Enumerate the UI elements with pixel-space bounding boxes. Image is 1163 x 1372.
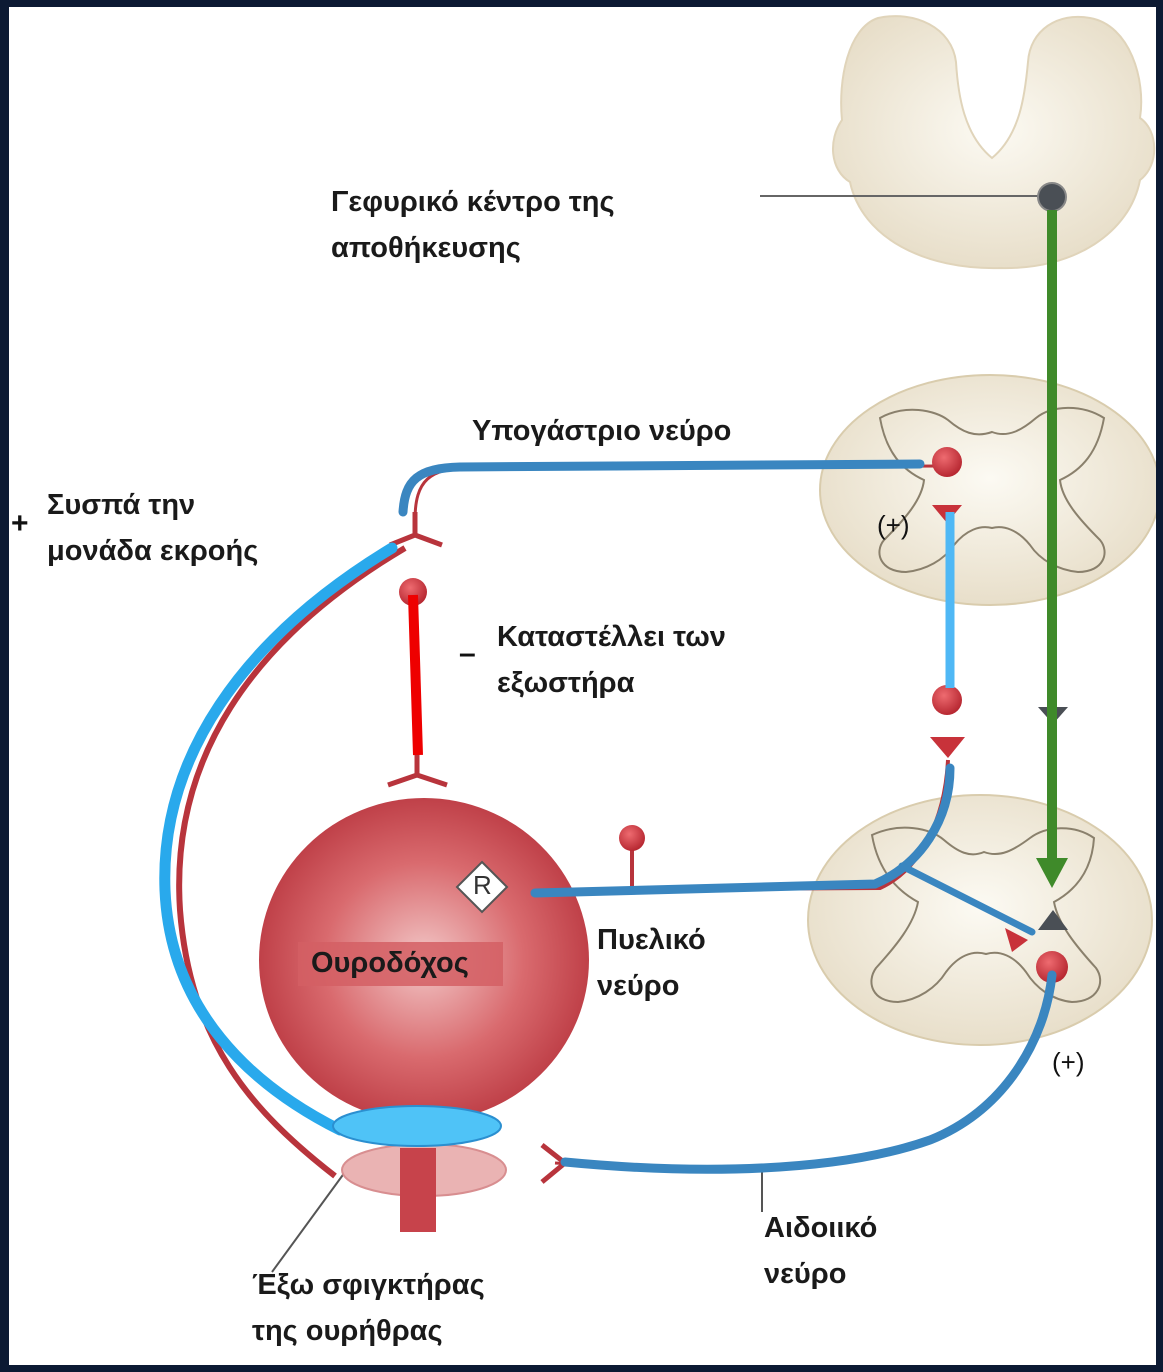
- sphincter-line-2: της ουρήθρας: [252, 1308, 485, 1354]
- synapse-triangle-mid: [930, 737, 965, 758]
- pudendal-line-1: Αιδοιικό: [764, 1205, 877, 1251]
- external-sphincter-label: Έξω σφιγκτήρας της ουρήθρας: [252, 1262, 485, 1354]
- pontine-center-label: Γεφυρικό κέντρο της αποθήκευσης: [331, 179, 615, 271]
- minus-sign: –: [459, 637, 476, 671]
- spinal-cord-lower: [808, 795, 1152, 1045]
- inhibits-detrusor-label: Καταστέλλει των εξωστήρα: [497, 614, 726, 706]
- sphincter-line-1: Έξω σφιγκτήρας: [252, 1262, 485, 1308]
- contracts-line-2: μονάδα εκροής: [47, 528, 258, 574]
- inhibits-line-1: Καταστέλλει των: [497, 614, 726, 660]
- pontine-center-line-1: Γεφυρικό κέντρο της: [331, 179, 615, 225]
- inhibition-bar: [413, 595, 418, 755]
- receptor-label: R: [473, 870, 492, 901]
- terminal-hypogastric: [390, 512, 442, 545]
- bladder-label: Ουροδόχος: [311, 940, 469, 986]
- diagram-canvas: Γεφυρικό κέντρο της αποθήκευσης Υπογάστρ…: [9, 7, 1156, 1365]
- sphincter-leader-line: [272, 1172, 345, 1272]
- spinal-cord-upper: [820, 375, 1156, 605]
- internal-sphincter-annotation: [333, 1106, 501, 1146]
- pelvic-line-1: Πυελικό: [597, 917, 706, 963]
- contracts-outflow-label: Συσπά την μονάδα εκροής: [47, 482, 258, 574]
- contracts-line-1: Συσπά την: [47, 482, 258, 528]
- pelvic-ganglion-dot: [619, 825, 645, 851]
- bladder-text: Ουροδόχος: [311, 940, 469, 986]
- inhibits-line-2: εξωστήρα: [497, 660, 726, 706]
- plus-sign: +: [11, 507, 29, 541]
- sympathetic-neuron-dot: [932, 447, 962, 477]
- pudendal-nerve-label: Αιδοιικό νεύρο: [764, 1205, 877, 1297]
- excitatory-marker-lower: (+): [1052, 1047, 1085, 1078]
- pontine-storage-center-dot: [1038, 183, 1066, 211]
- terminal-detrusor: [388, 755, 447, 785]
- pelvic-nerve-label: Πυελικό νεύρο: [597, 917, 706, 1009]
- hypogastric-nerve-text: Υπογάστριο νεύρο: [472, 408, 731, 454]
- urethra-through-sphincter: [400, 1148, 436, 1232]
- pons-section: [833, 16, 1154, 268]
- pontine-center-line-2: αποθήκευσης: [331, 225, 615, 271]
- interneuron-dot-mid: [932, 685, 962, 715]
- hypogastric-nerve-label: Υπογάστριο νεύρο: [472, 408, 731, 454]
- pudendal-line-2: νεύρο: [764, 1251, 877, 1297]
- excitatory-marker-upper: (+): [877, 510, 910, 541]
- pelvic-line-2: νεύρο: [597, 963, 706, 1009]
